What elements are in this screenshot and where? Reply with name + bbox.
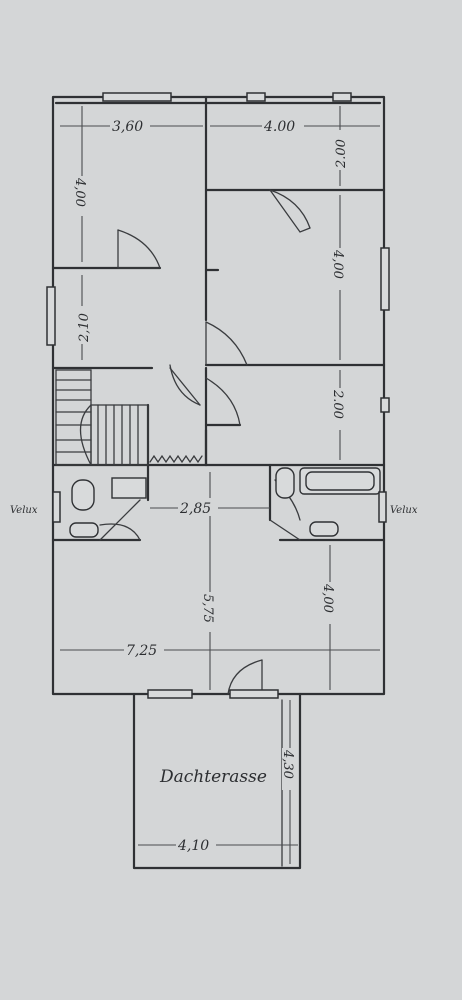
- dim-bath-span: 2,85: [179, 501, 211, 517]
- dim-right-room-height: 4,00: [330, 249, 345, 279]
- staircase: [55, 369, 203, 466]
- dim-left-lower-height: 2,10: [77, 313, 92, 343]
- windows: [46, 92, 390, 699]
- dim-top-left-width: 3,60: [112, 119, 143, 135]
- velux-label-right: Velux: [390, 505, 418, 516]
- dim-left-room-height: 4,00: [72, 177, 87, 207]
- dim-terrace-width: 4,10: [177, 838, 209, 854]
- dim-terrace-depth: 4,30: [280, 749, 295, 779]
- dim-total-height: 5,75: [200, 594, 215, 623]
- dim-top-right-depth: 2.00: [334, 139, 349, 169]
- dimension-labels: 3,60 4.00 2.00 4,00 4,00 2,10 2.00 2,85 …: [72, 116, 349, 854]
- doors: [99, 189, 311, 695]
- dim-hall-depth: 2.00: [330, 389, 345, 419]
- terrace-label: Dachterasse: [159, 767, 267, 787]
- dim-top-right-width: 4.00: [263, 119, 295, 135]
- dim-total-width: 7,25: [126, 643, 157, 659]
- bathroom-fixtures: [69, 467, 381, 538]
- velux-label-left: Velux: [10, 505, 38, 516]
- dim-lower-right-height: 4,00: [320, 583, 335, 613]
